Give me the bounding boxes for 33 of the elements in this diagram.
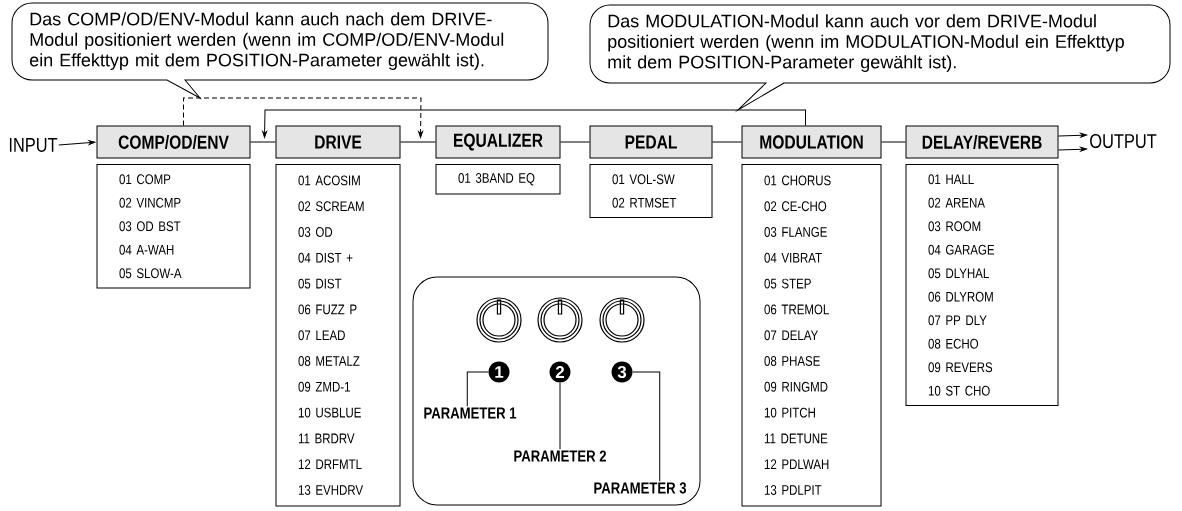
module-box: DRIVE [275, 125, 401, 159]
port-label: INPUT [9, 138, 58, 152]
connector-line [250, 141, 276, 143]
parameter-panel [412, 276, 701, 506]
arrow [1058, 132, 1088, 138]
module-box: DELAY/REVERB [905, 125, 1059, 159]
effect-list: 01 HALL 02 ARENA 03 ROOM 04 GARAGE 05 DLYHAL 06 DLYROM 07 PP DLY 08 ECHO 09 REVERS 10 ST CHO [905, 164, 1059, 406]
callout-bubble: Das COMP/OD/ENV-Modul kann auch nach dem DRIVE-Modul positioniert werden (wenn im COMP/OD/ENV-Modul ein Effekttyp mit dem POSITION-Parameter gewählt ist). [11, 2, 549, 99]
callout-bubble: Das MODULATION-Modul kann auch vor dem DRIVE-Modul positioniert werden (wenn im MODULATION-Modul ein Effekttyp mit dem POSITION-Parameter gewählt ist). [589, 4, 1171, 111]
effect-list: 01 3BAND EQ [435, 164, 561, 195]
arrow [262, 109, 806, 138]
parameter-label: PARAMETER 3 [594, 482, 687, 494]
arrow [1058, 146, 1088, 152]
arrow [58, 140, 96, 146]
leader-line [632, 371, 661, 482]
connector-line [881, 141, 906, 143]
parameter-label: PARAMETER 2 [514, 450, 606, 462]
port-label: OUTPUT [1090, 133, 1157, 149]
connector-line [712, 141, 742, 143]
effect-list: 01 COMP 02 VINCMP 03 OD BST 04 A-WAH 05 SLOW-A [96, 164, 251, 289]
parameter-label: PARAMETER 1 [424, 407, 517, 419]
module-box: COMP/OD/ENV [96, 125, 251, 159]
module-box: PEDAL [589, 125, 713, 159]
module-box: EQUALIZER [435, 125, 561, 159]
connector-line [560, 141, 590, 143]
effect-list: 01 CHORUS 02 CE-CHO 03 FLANGE 04 VIBRAT 05 STEP 06 TREMOL 07 DELAY 08 PHASE 09 RINGMD 10 PITCH 11 DETUNE 12 PDLWAH 13 PDLPIT [741, 164, 882, 507]
module-box: MODULATION [741, 125, 882, 159]
leader-line [466, 371, 489, 407]
effect-list: 01 VOL-SW 02 RTMSET [589, 164, 713, 218]
arrow [183, 97, 423, 138]
effect-list: 01 ACOSIM 02 SCREAM 03 OD 04 DIST + 05 DIST 06 FUZZ P 07 LEAD 08 METALZ 09 ZMD-1 10 USBLUE 11 BRDRV 12 DRFMTL 13 EVHDRV [275, 164, 401, 507]
connector-line [400, 141, 436, 143]
leader-line [559, 382, 561, 450]
